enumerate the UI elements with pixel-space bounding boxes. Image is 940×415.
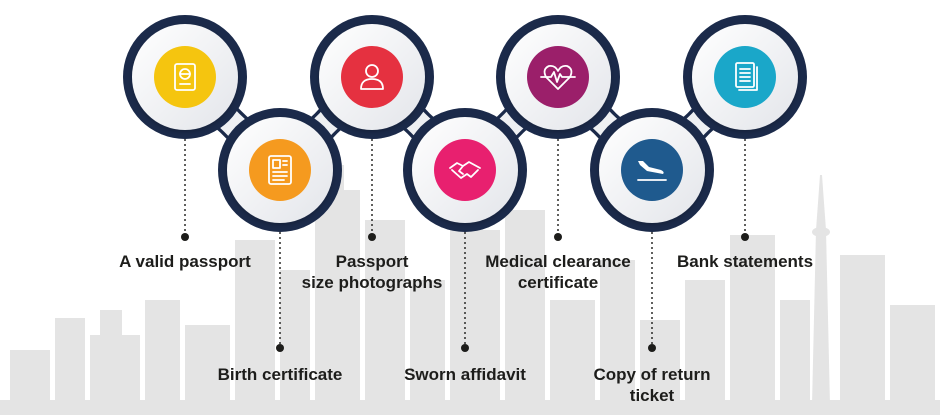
leader-dot [554,233,562,241]
leader-lines [181,139,749,352]
step-label-5: Medical clearance certificate [485,252,631,292]
passport-icon [174,63,196,91]
step-label-4: Sworn affidavit [404,365,526,384]
step-nodes [154,46,776,201]
step-label-6: Copy of return ticket [593,365,711,405]
leader-dot [741,233,749,241]
step-node-1 [154,46,216,108]
leader-dot [648,344,656,352]
step-node-3 [341,46,403,108]
heartbeat-icon [540,64,576,90]
step-node-4 [434,139,496,201]
step-node-2 [249,139,311,201]
leader-dot [461,344,469,352]
documents-stack-icon [735,62,758,91]
step-label-2: Birth certificate [217,365,343,384]
leader-dot [368,233,376,241]
step-label-7: Bank statements [676,252,814,271]
leader-dot [181,233,189,241]
leader-dot [276,344,284,352]
icon-badge [249,139,311,201]
step-node-5 [527,46,589,108]
airplane-landing-icon [637,161,667,181]
icon-badge [434,139,496,201]
icon-badge [154,46,216,108]
handshake-icon [449,161,481,179]
city-skyline-background [0,165,940,415]
step-node-7 [714,46,776,108]
certificate-document-icon [268,155,292,185]
step-node-6 [621,139,683,201]
step-label-1: A valid passport [119,252,251,271]
step-label-3: Passport size photographs [301,252,443,292]
person-icon [360,64,384,90]
